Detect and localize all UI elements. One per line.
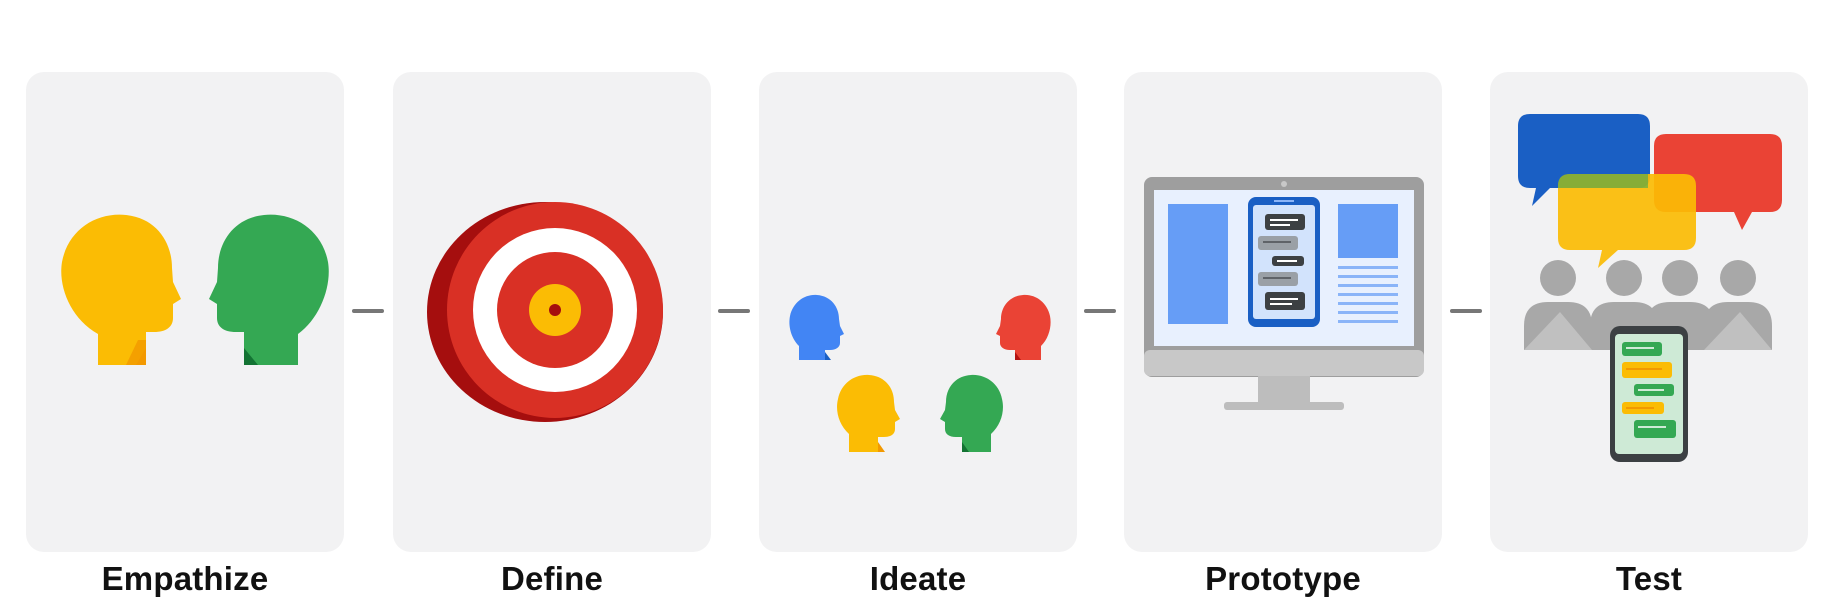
stage-label-define: Define [500,560,604,597]
stage-label-ideate: Ideate [869,560,967,597]
stage-card-test: Test [1490,72,1808,597]
stage-card-define: Define [393,72,711,597]
connector-line [1450,309,1482,313]
stage-label-prototype: Prototype [1205,560,1361,597]
stage-card-empathize: Empathize [26,72,344,597]
connector-line [1084,309,1116,313]
monitor-with-phone-icon [1144,177,1424,410]
stage-card-ideate: Ideate [759,72,1077,597]
stage-label-test: Test [1615,560,1683,597]
connector-line [352,309,384,313]
green-head-icon [209,214,329,365]
target-icon [427,202,663,422]
yellow-head-icon [61,214,181,365]
stage-card-prototype: Prototype [1124,72,1442,597]
people-with-chat-bubbles-icon [1518,114,1782,462]
two-heads-icon [61,214,329,365]
connector-line [718,309,750,313]
group-of-heads-icon [789,294,1051,452]
stage-label-empathize: Empathize [101,560,269,597]
